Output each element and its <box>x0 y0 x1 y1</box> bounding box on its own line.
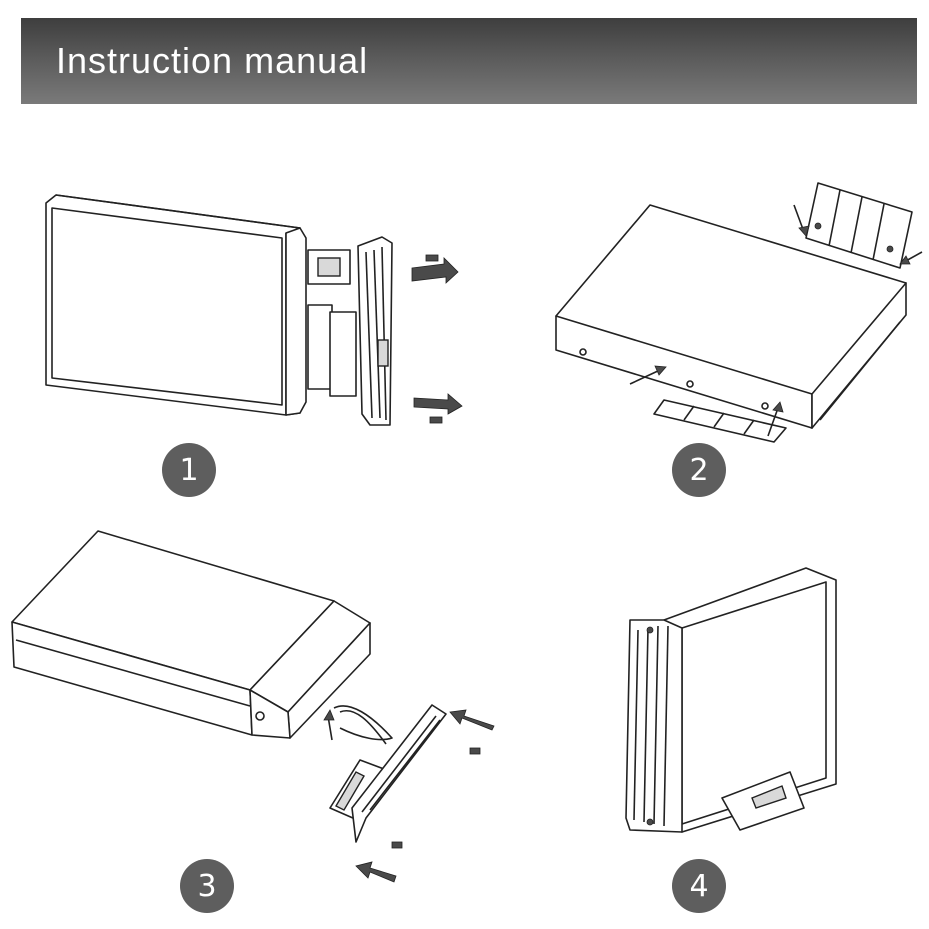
step-1-badge: 1 <box>162 443 216 497</box>
step-4-badge: 4 <box>672 859 726 913</box>
title-banner: Instruction manual <box>21 18 917 104</box>
step-3-badge: 3 <box>180 859 234 913</box>
page-title: Instruction manual <box>56 40 369 81</box>
step-2-badge: 2 <box>672 443 726 497</box>
